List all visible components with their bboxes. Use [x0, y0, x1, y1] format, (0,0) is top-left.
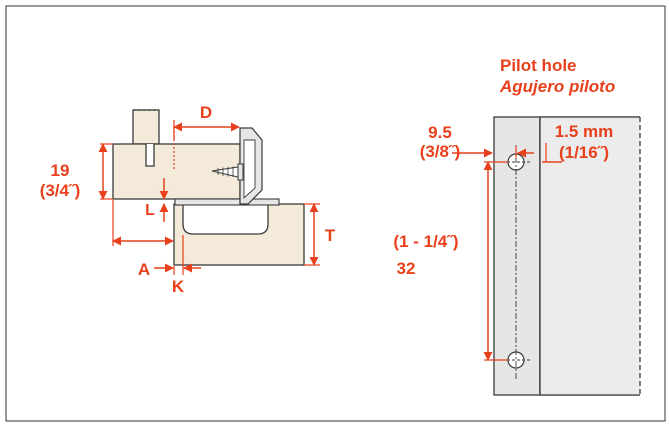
- label-K: K: [172, 277, 185, 296]
- label-19: 19: [51, 161, 70, 180]
- label-1-16-inch: (1/16˝): [559, 143, 609, 162]
- mounting-screw: [211, 163, 244, 181]
- dim-T: [304, 203, 320, 266]
- label-D: D: [200, 103, 212, 122]
- pilot-hole-section: Pilot hole Agujero piloto: [393, 56, 641, 396]
- pilot-hole-title: Pilot hole: [500, 56, 577, 75]
- hinge-flange: [174, 198, 280, 206]
- label-A: A: [138, 260, 150, 279]
- pilot-hole-subtitle: Agujero piloto: [499, 77, 615, 96]
- dim-9-5: [452, 146, 534, 158]
- label-32: 32: [397, 259, 416, 278]
- dim-19: [98, 143, 113, 200]
- label-9-5: 9.5: [428, 123, 452, 142]
- hinge-section: D 19 (3/4˝) L T A K: [40, 103, 336, 296]
- dim-D: [173, 120, 240, 170]
- cabinet-side-panel: [540, 117, 640, 395]
- dim-A: [112, 200, 174, 246]
- label-3-4-inch: (3/4˝): [40, 181, 81, 200]
- board-groove: [145, 144, 155, 167]
- panel-upper: [132, 109, 160, 145]
- dim-K: [154, 235, 201, 275]
- dim-32: [483, 161, 508, 361]
- label-L: L: [145, 202, 155, 219]
- hinge-cup: [182, 204, 269, 235]
- label-T: T: [325, 226, 336, 245]
- hinge-arm-inner: [243, 139, 256, 200]
- label-3-8-inch: (3/8˝): [420, 142, 461, 161]
- label-1-1-4-inch: (1 - 1/4˝): [393, 232, 458, 251]
- label-1-5-mm: 1.5 mm: [555, 122, 614, 141]
- dim-1-5mm: [542, 143, 562, 163]
